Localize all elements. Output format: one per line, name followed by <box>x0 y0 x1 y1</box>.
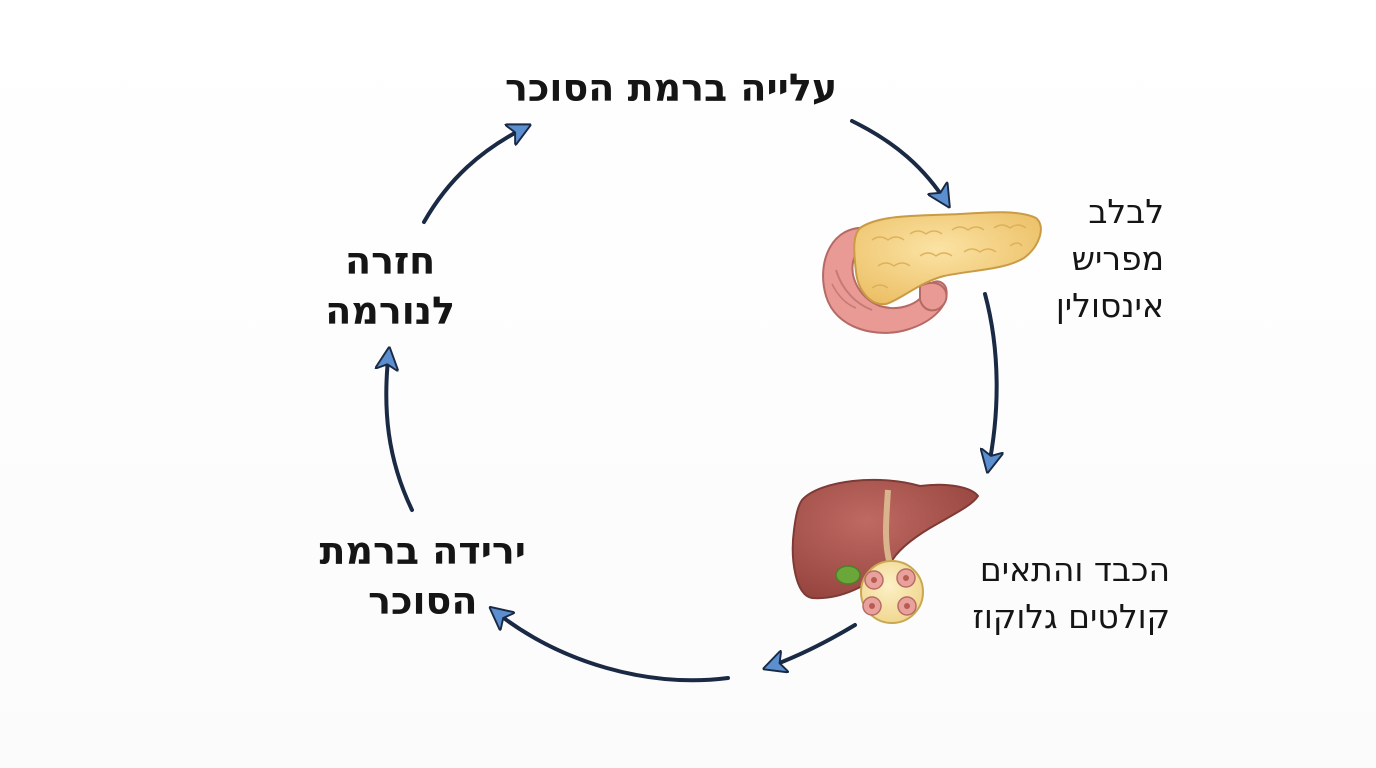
label-sugar-drop-line1: ירידה ברמת <box>319 529 526 573</box>
arrow-pancreas-to-liver <box>985 292 997 470</box>
fat-cells-icon <box>860 560 924 624</box>
arrow-rise-to-pancreas <box>850 119 948 205</box>
arrow-liver-to-drop <box>766 623 857 668</box>
label-pancreas-line2: מפריש <box>1071 239 1164 278</box>
pancreas-icon <box>822 211 1042 334</box>
label-liver-line1: הכבד והתאים <box>979 550 1170 589</box>
label-liver-line2: קולטים גלוקוז <box>972 597 1170 636</box>
label-sugar-drop: ירידה ברמת הסוכר <box>320 526 526 626</box>
gallbladder <box>835 565 861 585</box>
label-liver: הכבד והתאים קולטים גלוקוז <box>972 546 1170 640</box>
pancreas-body <box>853 211 1042 306</box>
arrow-normal-to-rise <box>422 126 528 224</box>
label-pancreas-line3: אינסולין <box>1055 286 1164 325</box>
label-pancreas: לבלב מפריש אינסולין <box>1056 188 1164 329</box>
label-back-to-normal: חזרה לנורמה <box>325 236 455 336</box>
arrow-drop-bottom <box>492 609 730 683</box>
arrow-drop-to-normal <box>386 350 414 512</box>
label-back-to-normal-line1: חזרה <box>344 239 436 283</box>
label-pancreas-line1: לבלב <box>1088 192 1164 231</box>
label-sugar-rise: עלייה ברמת הסוכר <box>505 63 837 113</box>
label-sugar-drop-line2: הסוכר <box>368 579 478 623</box>
liver-icon <box>791 478 980 600</box>
label-back-to-normal-line2: לנורמה <box>325 289 455 333</box>
label-sugar-rise-line1: עלייה ברמת הסוכר <box>505 66 838 110</box>
